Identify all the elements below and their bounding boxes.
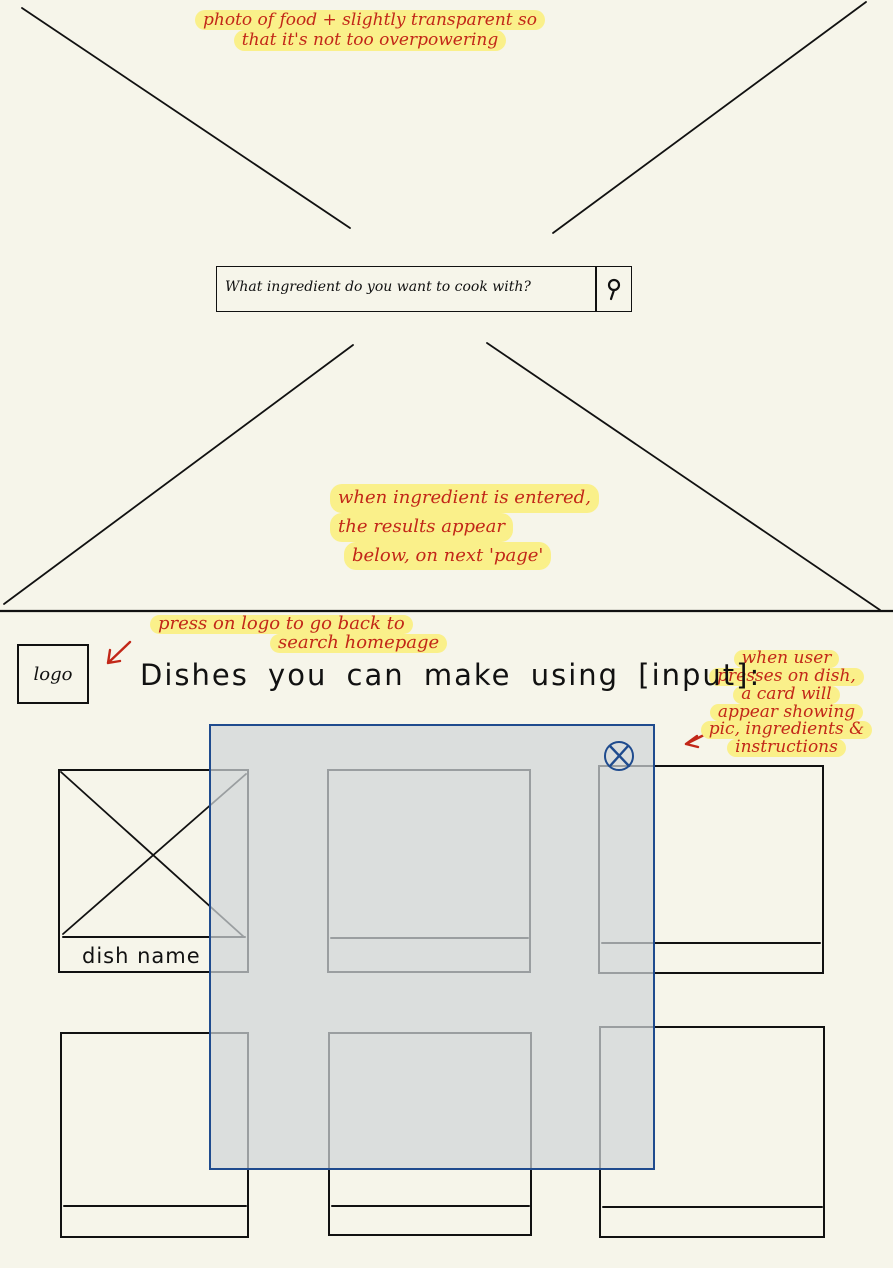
search-icon: [607, 278, 621, 301]
annotation-line: a card will: [733, 685, 840, 704]
annotation-line: when user: [733, 649, 840, 668]
annotation-line: appear showing: [709, 703, 864, 722]
annotation-logo: press on logo to go back to search homep…: [150, 614, 530, 653]
hero-cross-line: [486, 342, 881, 611]
annotation-line: instructions: [727, 738, 846, 758]
results-heading: Dishes you can make using [input]:: [140, 658, 762, 692]
logo-arrow-icon: [106, 640, 132, 665]
annotation-card: when user presses on dish, a card will a…: [684, 649, 889, 758]
annotation-line: below, on next 'page': [344, 541, 552, 571]
annotation-line: when ingredient is entered,: [330, 484, 599, 513]
recipe-card-overlay[interactable]: [209, 724, 655, 1170]
logo-label: logo: [33, 663, 73, 685]
hero-cross-line: [3, 344, 354, 605]
annotation-line: that it's not too overpowering: [233, 30, 507, 51]
annotation-line: pic, ingredients &: [700, 721, 873, 740]
annotation-line: search homepage: [270, 633, 448, 653]
close-icon: [604, 741, 634, 771]
logo-button[interactable]: logo: [17, 644, 89, 704]
annotation-hero-photo: photo of food + slightly transparent so …: [150, 10, 590, 51]
close-card-button[interactable]: [602, 739, 636, 773]
hero-cross-line: [21, 7, 351, 229]
ingredient-search-bar[interactable]: What ingredient do you want to cook with…: [216, 266, 632, 312]
annotation-line: the results appear: [330, 512, 514, 542]
dish-name-label: dish name: [82, 944, 201, 968]
annotation-results: when ingredient is entered, the results …: [330, 484, 600, 571]
hero-cross-line: [552, 1, 867, 234]
annotation-line: photo of food + slightly transparent so: [195, 10, 545, 31]
search-button[interactable]: [595, 267, 631, 311]
annotation-line: press on logo to go back to: [150, 614, 413, 634]
annotation-line: presses on dish,: [709, 667, 864, 686]
search-input-placeholder[interactable]: What ingredient do you want to cook with…: [225, 279, 531, 295]
